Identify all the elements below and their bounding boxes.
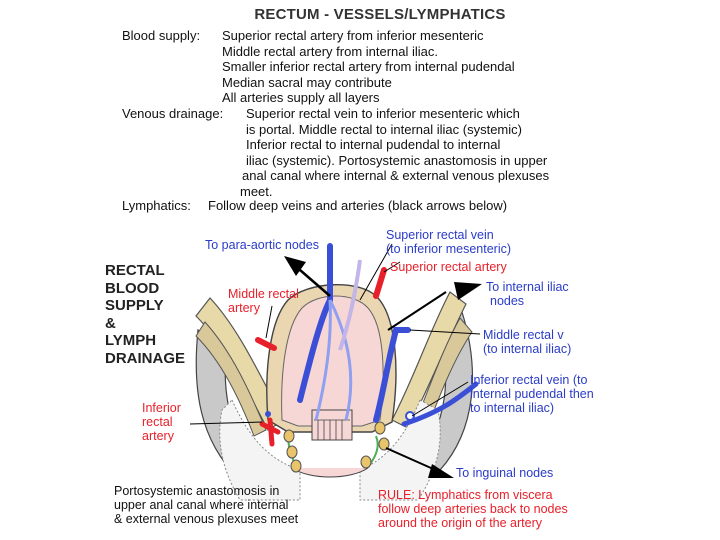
superior-rectal-vein-branch bbox=[314, 299, 332, 421]
venous-line: is portal. Middle rectal to internal ili… bbox=[246, 121, 522, 137]
right-ischioanal-fossa bbox=[359, 399, 441, 501]
blood-supply-label: Blood supply: bbox=[122, 28, 201, 43]
arrow-head-icon bbox=[284, 256, 306, 276]
blood-supply-line: Middle rectal artery from internal iliac… bbox=[222, 43, 439, 59]
venous-line: Inferior rectal to internal pudendal to … bbox=[246, 137, 501, 152]
venous-line: anal canal where internal & external ven… bbox=[242, 168, 550, 183]
arrow-to-para-aortic bbox=[299, 269, 331, 297]
lymphatics-text: Follow deep veins and arteries (black ar… bbox=[208, 198, 508, 213]
label-line: upper anal canal where internal bbox=[114, 498, 289, 512]
label-line: (to internal iliac) bbox=[483, 342, 572, 356]
blood-supply-line: Superior rectal artery from inferior mes… bbox=[222, 28, 484, 43]
pointer-line bbox=[265, 305, 273, 339]
left-heading: RECTAL BLOOD SUPPLY & LYMPH DRAINAGE bbox=[105, 262, 185, 367]
blood-supply-lines: Superior rectal artery from inferior mes… bbox=[222, 28, 515, 106]
label-line: artery bbox=[228, 301, 260, 315]
lymph-node bbox=[283, 429, 295, 443]
left-heading-line: BLOOD bbox=[105, 279, 160, 297]
label-line: Inferior bbox=[142, 401, 181, 415]
lymph-node bbox=[374, 421, 386, 435]
blood-supply-line: Median sacral may contribute bbox=[222, 74, 392, 90]
vein-dot bbox=[265, 411, 271, 417]
label-inguinal-nodes: To inguinal nodes bbox=[456, 466, 554, 480]
inferior-rectal-artery bbox=[259, 417, 281, 447]
label-para-aortic: To para-aortic nodes bbox=[205, 238, 319, 252]
blood-supply-line: All arteries supply all layers bbox=[222, 90, 380, 105]
label-line: Middle rectal bbox=[228, 287, 299, 301]
lymphatics-label: Lymphatics: bbox=[122, 198, 191, 213]
anal-orifice bbox=[291, 467, 369, 478]
label-line: RULE: Lymphatics from viscera bbox=[378, 488, 553, 502]
pointer-line bbox=[359, 243, 393, 301]
venous-drainage-lines: Superior rectal vein to inferior mesente… bbox=[240, 106, 549, 199]
lymph-node bbox=[286, 445, 298, 459]
left-heading-line: DRAINAGE bbox=[105, 349, 186, 367]
vessel-branch bbox=[338, 259, 362, 351]
arrow-to-internal-iliac bbox=[387, 291, 447, 331]
middle-rectal-vein bbox=[373, 327, 411, 423]
label-inferior-rectal-vein: Inferior rectal vein (to internal pudend… bbox=[470, 373, 594, 415]
label-line: Inferior rectal vein (to bbox=[470, 373, 588, 387]
label-line: (to inferior mesenteric) bbox=[386, 242, 512, 256]
pointer-line bbox=[411, 381, 469, 417]
label-portosystemic: Portosystemic anastomosis in upper anal … bbox=[114, 484, 298, 526]
pointer-line bbox=[383, 261, 401, 273]
left-heading-line: SUPPLY bbox=[105, 297, 164, 314]
label-line: & external venous plexuses meet bbox=[114, 512, 299, 526]
arrow-head-icon bbox=[428, 464, 454, 478]
rectum-lumen bbox=[281, 295, 384, 427]
label-line: rectal bbox=[142, 415, 173, 429]
pointer-line bbox=[409, 329, 481, 335]
label-line: Middle rectal v bbox=[483, 328, 564, 342]
left-heading-line: LYMPH bbox=[105, 332, 157, 349]
label-line: around the origin of the artery bbox=[378, 516, 542, 530]
label-line: to internal iliac) bbox=[470, 401, 555, 415]
venous-drainage-label: Venous drainage: bbox=[122, 106, 224, 121]
label-line: nodes bbox=[490, 294, 525, 308]
vein-dot bbox=[405, 411, 415, 421]
label-middle-rectal-vein: Middle rectal v (to internal iliac) bbox=[483, 328, 571, 356]
label-internal-iliac-nodes: To internal iliac nodes bbox=[486, 280, 569, 308]
anal-columns bbox=[314, 419, 350, 440]
venous-line: Superior rectal vein to inferior mesente… bbox=[246, 106, 520, 121]
label-superior-rectal-vein: Superior rectal vein (to inferior mesent… bbox=[386, 228, 511, 256]
superior-rectal-vein-branch bbox=[328, 299, 353, 421]
left-heading-line: & bbox=[105, 314, 116, 332]
arrow-head-icon bbox=[454, 282, 482, 300]
label-line: To internal iliac bbox=[486, 280, 569, 294]
pointer-line bbox=[189, 421, 263, 425]
left-muscle-layer bbox=[195, 321, 267, 437]
page-title: RECTUM - VESSELS/LYMPHATICS bbox=[254, 6, 506, 23]
label-middle-rectal-artery: Middle rectal artery bbox=[228, 287, 299, 315]
superior-rectal-artery bbox=[373, 267, 387, 299]
label-line: follow deep arteries back to nodes bbox=[378, 502, 568, 516]
lymph-node bbox=[360, 455, 372, 469]
middle-rectal-artery bbox=[255, 337, 277, 351]
blood-supply-line: Smaller inferior rectal artery from inte… bbox=[222, 59, 515, 74]
label-line: artery bbox=[142, 429, 174, 443]
label-line: Superior rectal vein bbox=[386, 228, 494, 242]
label-line: Portosystemic anastomosis in bbox=[114, 484, 280, 498]
venous-line: iliac (systemic). Portosystemic anastomo… bbox=[246, 152, 548, 168]
left-ischioanal-fossa bbox=[219, 399, 301, 501]
label-superior-rectal-artery: Superior rectal artery bbox=[390, 260, 507, 274]
label-line: internal pudendal then bbox=[470, 387, 594, 401]
venous-line: meet. bbox=[240, 183, 273, 199]
inferior-rectal-vein bbox=[401, 381, 479, 427]
lymph-node bbox=[378, 437, 390, 451]
left-heading-line: RECTAL bbox=[105, 262, 165, 279]
label-rule: RULE: Lymphatics from viscera follow dee… bbox=[378, 488, 568, 530]
lymph-node bbox=[290, 459, 302, 473]
label-inferior-rectal-artery: Inferior rectal artery bbox=[142, 401, 181, 443]
